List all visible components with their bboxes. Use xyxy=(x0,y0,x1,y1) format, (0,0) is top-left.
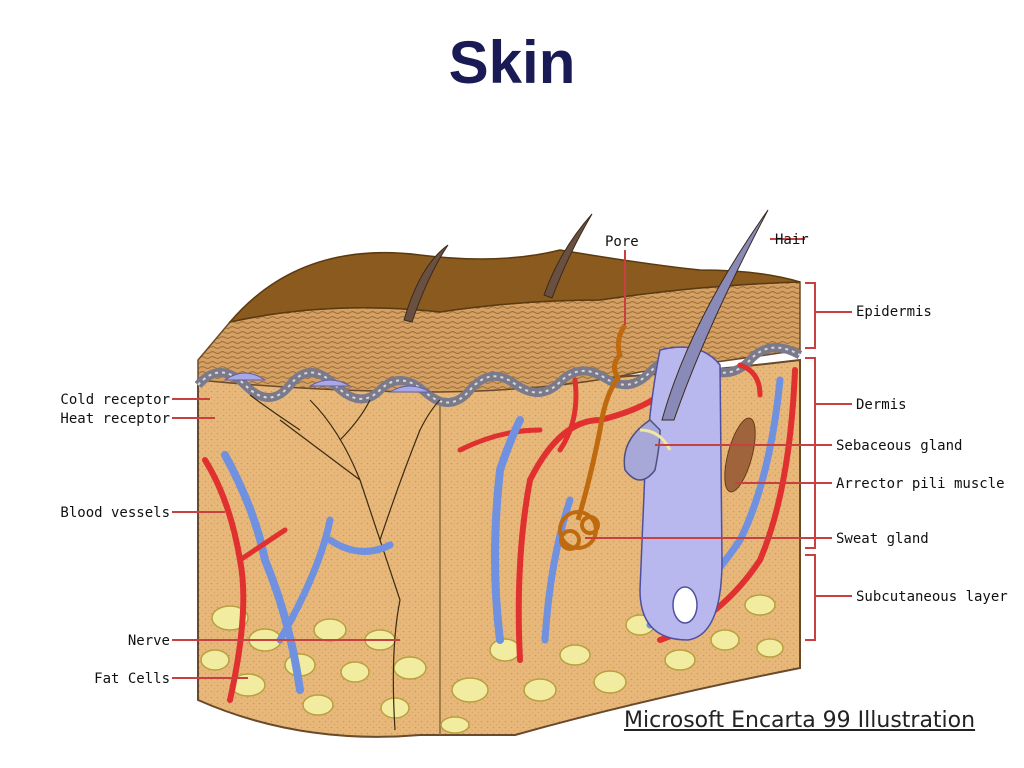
label-cold-receptor: Cold receptor xyxy=(60,392,170,408)
hair-bulb xyxy=(672,586,698,624)
label-hair: Hair xyxy=(775,232,809,248)
arrector-pili-muscle-shape xyxy=(724,417,756,493)
label-nerve: Nerve xyxy=(128,633,170,649)
label-epidermis: Epidermis xyxy=(856,304,932,320)
sweat-gland-coil xyxy=(558,510,600,551)
label-pore: Pore xyxy=(605,234,639,250)
leader-lines xyxy=(172,238,852,679)
cold-receptors xyxy=(223,372,432,393)
label-heat-receptor: Heat receptor xyxy=(60,411,170,427)
label-sebaceous-gland: Sebaceous gland xyxy=(836,438,962,454)
page-title: Skin xyxy=(448,29,576,96)
label-dermis: Dermis xyxy=(856,397,907,413)
fat-cells xyxy=(200,594,784,734)
label-subcutaneous-layer: Subcutaneous layer xyxy=(856,589,1008,605)
label-blood-vessels: Blood vessels xyxy=(60,505,170,521)
illustration-credit: Microsoft Encarta 99 Illustration xyxy=(624,708,976,733)
sweat-duct xyxy=(575,323,628,521)
hair-shafts xyxy=(403,209,769,421)
label-arrector-pili-muscle: Arrector pili muscle xyxy=(836,476,1005,492)
skin-surface xyxy=(227,249,801,324)
label-fat-cells: Fat Cells xyxy=(94,671,170,687)
label-sweat-gland: Sweat gland xyxy=(836,531,929,547)
sebaceous-gland-shape xyxy=(623,419,661,481)
